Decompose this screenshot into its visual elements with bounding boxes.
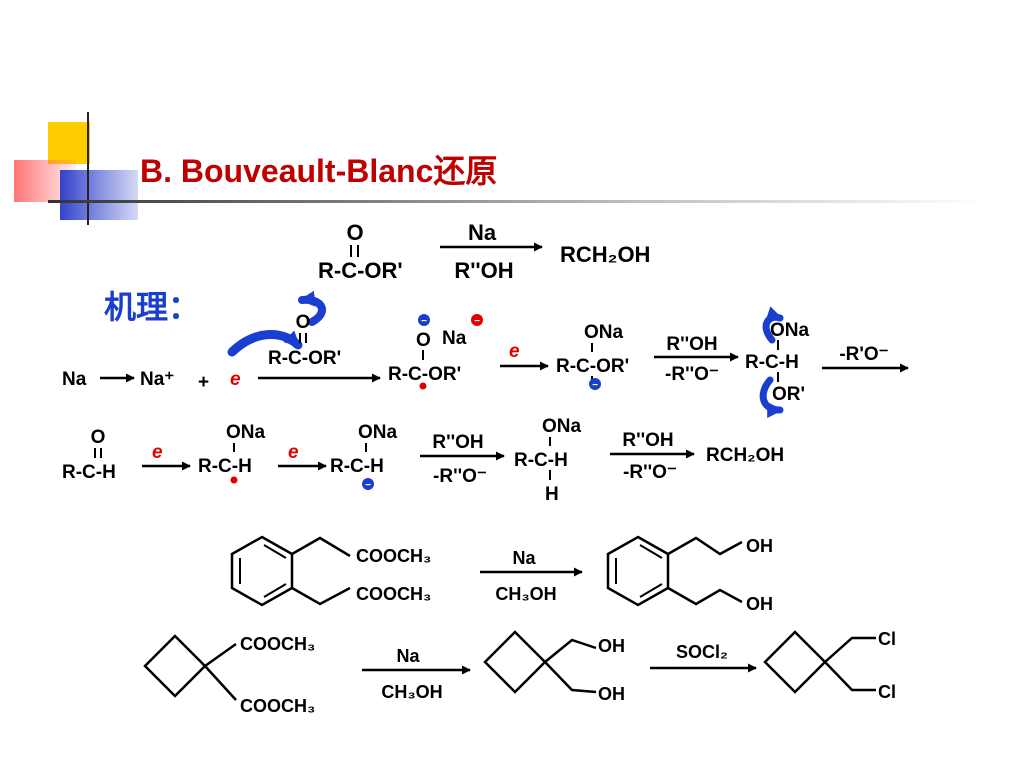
mechanism-row-1: Na Na⁺ + e O R-C-OR' − − O Na R-C-OR' e … xyxy=(62,290,909,418)
side-chain xyxy=(667,586,743,606)
aldehyde: R-C-H xyxy=(62,462,116,483)
condition-top: R''OH xyxy=(622,430,673,451)
title-underline xyxy=(48,200,988,203)
reagent-top: SOCl₂ xyxy=(676,642,728,662)
intermediate-3-mid: R-C-H xyxy=(745,352,799,373)
overview-reagent-top: Na xyxy=(468,220,497,245)
reagent-bottom: CH₃OH xyxy=(381,682,442,702)
substituent-bond xyxy=(204,665,237,701)
electron-push-arrow xyxy=(762,306,784,344)
hydroxyl-group: OH xyxy=(598,684,625,704)
side-chain xyxy=(824,661,876,692)
alkoxide-mid: R-C-H xyxy=(514,450,568,471)
negative-sign: − xyxy=(592,380,598,391)
side-chain xyxy=(291,536,351,558)
side-chain xyxy=(667,536,743,556)
condition-top: R''OH xyxy=(666,334,717,355)
deco-blue-square xyxy=(60,170,138,220)
electron: e xyxy=(288,442,299,463)
mechanism-row-2: O R-C-H e ONa R-C-H e ONa R-C-H − R''OH … xyxy=(62,416,784,505)
ester-group: COOCH₃ xyxy=(240,634,315,654)
ester-group: COOCH₃ xyxy=(356,546,431,566)
cyclobutane-ring xyxy=(143,634,207,698)
substituent-bond xyxy=(204,642,237,668)
deco-yellow-square xyxy=(48,122,90,164)
condition-bottom: -R''O⁻ xyxy=(665,364,719,385)
side-chain xyxy=(824,636,876,663)
intermediate-3-top: ONa xyxy=(770,320,810,341)
dianion: R-C-H xyxy=(330,456,384,477)
overview-carbonyl-o: O xyxy=(346,220,363,245)
chloro-group: Cl xyxy=(878,629,896,649)
condition-bottom: -R''O⁻ xyxy=(433,466,487,487)
intermediate-2: R-C-OR' xyxy=(556,356,629,377)
intermediate-1: R-C-OR' xyxy=(388,364,461,385)
side-chain xyxy=(544,661,597,694)
elimination-label: -R'O⁻ xyxy=(839,344,888,365)
condition-bottom: -R''O⁻ xyxy=(623,462,677,483)
slide-decoration xyxy=(14,112,988,225)
intermediate-1-oxygen: O xyxy=(416,330,431,351)
aromatic-bond xyxy=(639,544,663,559)
electron-push-arrow xyxy=(227,330,303,357)
electron: e xyxy=(509,341,520,362)
electron-push-arrow xyxy=(298,290,326,326)
slide-title: B. Bouveault-Blanc还原 xyxy=(140,153,497,189)
radical-charge-icon xyxy=(471,314,483,326)
ester-oxygen: O xyxy=(296,312,311,333)
radical-anion: R-C-H xyxy=(198,456,252,477)
side-chain xyxy=(291,586,351,606)
cyclobutane-ring xyxy=(483,630,547,694)
sodium-cation: Na⁺ xyxy=(140,369,174,390)
overview-reactant: R-C-OR' xyxy=(318,258,403,283)
ester: R-C-OR' xyxy=(268,348,341,369)
overview-reaction: O R-C-OR' Na R''OH RCH₂OH xyxy=(318,220,650,283)
intermediate-3-bottom: OR' xyxy=(772,384,805,405)
plus-sign: + xyxy=(198,372,209,393)
hydroxyl-group: OH xyxy=(598,636,625,656)
hydroxyl-group: OH xyxy=(746,594,773,614)
ester-group: COOCH₃ xyxy=(356,584,431,604)
reagent-top: Na xyxy=(512,548,536,568)
aromatic-bond xyxy=(263,583,287,598)
anion-charge-icon xyxy=(589,378,601,390)
hydroxyl-group: OH xyxy=(746,536,773,556)
reagent-top: Na xyxy=(396,646,420,666)
alkoxide-top: ONa xyxy=(542,416,582,437)
radical-dot-icon xyxy=(230,476,238,484)
overview-product: RCH₂OH xyxy=(560,242,650,267)
aromatic-bond xyxy=(263,544,287,559)
chloro-group: Cl xyxy=(878,682,896,702)
sodium: Na xyxy=(62,369,87,390)
electron-push-arrow xyxy=(759,376,784,418)
negative-sign: − xyxy=(365,480,371,491)
cyclobutane-ring xyxy=(763,630,827,694)
dianion-top: ONa xyxy=(358,422,398,443)
ester-group: COOCH₃ xyxy=(240,696,315,716)
negative-sign: − xyxy=(474,316,480,327)
intermediate-2-top: ONa xyxy=(584,322,624,343)
anion-charge-icon xyxy=(362,478,374,490)
aromatic-bond xyxy=(639,583,663,598)
radical-anion-top: ONa xyxy=(226,422,266,443)
mechanism-label: 机理： xyxy=(104,289,200,325)
overview-reagent-bottom: R''OH xyxy=(454,258,513,283)
intermediate-1-sodium: Na xyxy=(442,328,467,349)
electron: e xyxy=(230,369,241,390)
aldehyde-oxygen: O xyxy=(91,427,106,448)
negative-sign: − xyxy=(421,316,427,327)
anion-charge-icon xyxy=(418,314,430,326)
electron: e xyxy=(152,442,163,463)
radical-dot-icon xyxy=(419,382,427,390)
reagent-bottom: CH₃OH xyxy=(495,584,556,604)
condition-top: R''OH xyxy=(432,432,483,453)
example-1: COOCH₃ COOCH₃ Na CH₃OH OH OH xyxy=(230,535,773,614)
side-chain xyxy=(544,638,597,663)
alkoxide-bottom: H xyxy=(545,484,559,505)
final-alcohol: RCH₂OH xyxy=(706,445,784,466)
example-2: COOCH₃ COOCH₃ Na CH₃OH OH OH SOCl₂ Cl Cl xyxy=(143,629,896,716)
